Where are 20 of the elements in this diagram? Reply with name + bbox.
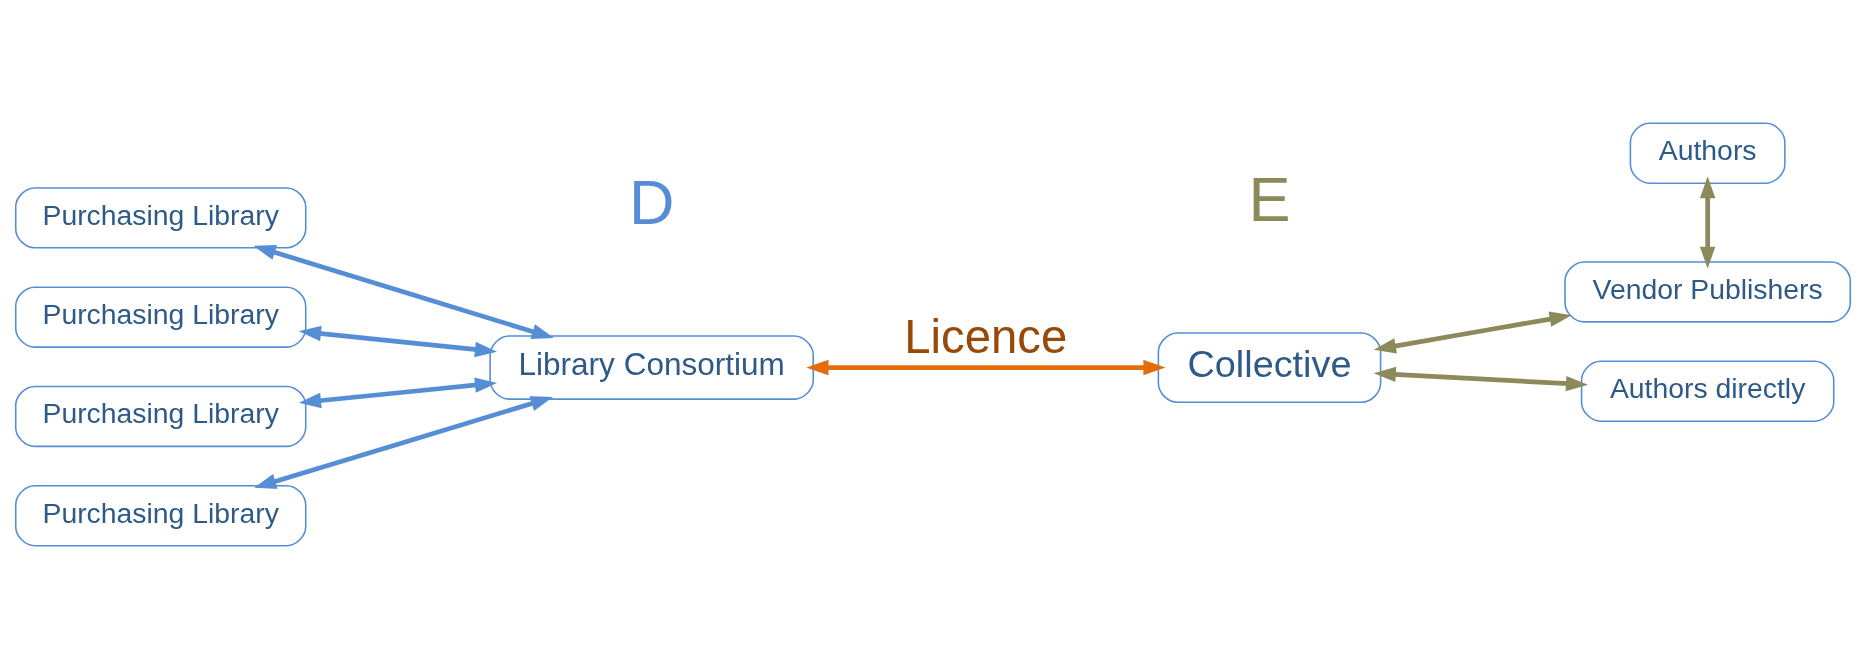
node-box: Purchasing Library bbox=[14, 385, 307, 448]
node-box: Collective bbox=[1157, 332, 1382, 404]
label: E bbox=[1248, 164, 1291, 235]
label: D bbox=[628, 167, 675, 238]
node-box: Library Consortium bbox=[489, 335, 814, 400]
node-box: Purchasing Library bbox=[14, 485, 307, 547]
node-box: Vendor Publishers bbox=[1564, 261, 1852, 323]
arrow bbox=[298, 325, 498, 358]
arrow bbox=[1699, 176, 1716, 269]
node-box: Authors directly bbox=[1580, 360, 1835, 422]
edge-label: Licence bbox=[904, 310, 1068, 364]
arrow bbox=[1373, 366, 1589, 392]
node-box: Purchasing Library bbox=[14, 286, 307, 348]
arrow bbox=[806, 359, 1166, 376]
node-box: Purchasing Library bbox=[14, 187, 307, 249]
arrow bbox=[254, 396, 553, 489]
node-box: Authors bbox=[1629, 122, 1786, 184]
arrow bbox=[253, 244, 554, 339]
arrow bbox=[298, 377, 498, 409]
arrow bbox=[1373, 311, 1572, 354]
